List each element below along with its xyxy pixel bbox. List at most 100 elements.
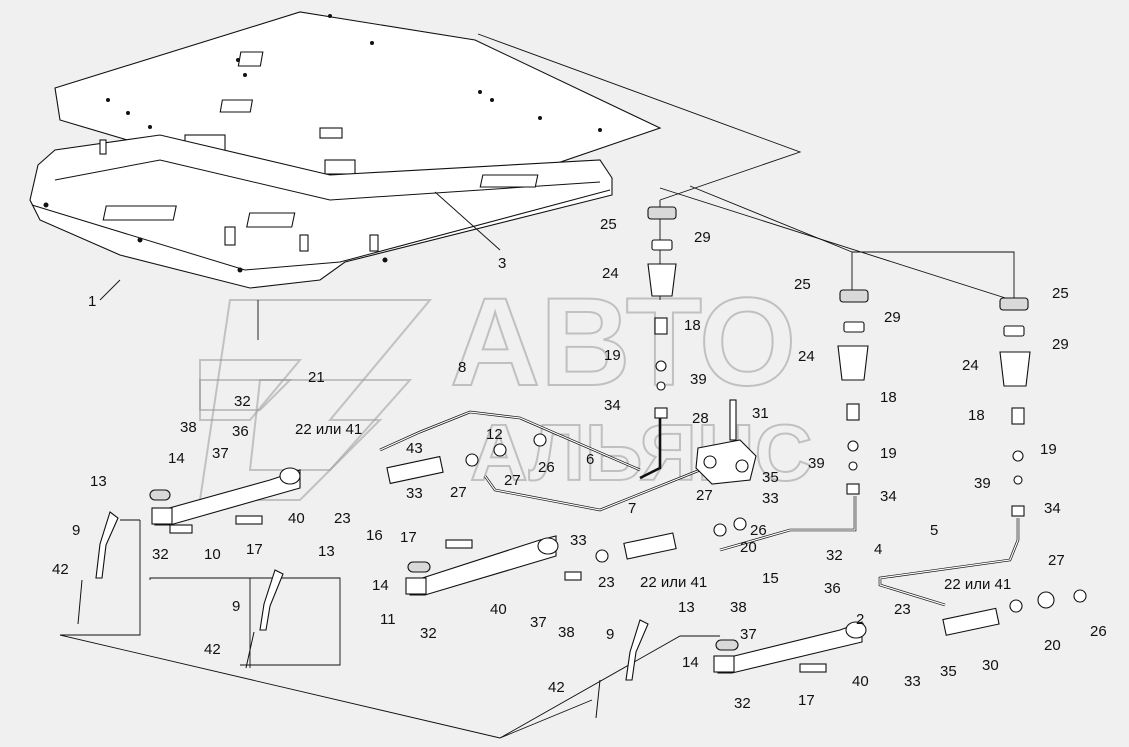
- callout-1: 1: [88, 293, 96, 310]
- callout-34: 34: [604, 397, 621, 414]
- callout-25: 25: [794, 276, 811, 293]
- callout-20: 20: [1044, 637, 1061, 654]
- callout-40: 40: [490, 601, 507, 618]
- pedal-lever-2: [595, 619, 867, 719]
- callout-27: 27: [450, 484, 467, 501]
- callout-18: 18: [968, 407, 985, 424]
- callout-43: 43: [406, 440, 423, 457]
- callout-25: 25: [1052, 285, 1069, 302]
- pedal-lever-10: [77, 467, 301, 625]
- callout-23: 23: [894, 601, 911, 618]
- callout-8: 8: [458, 359, 466, 376]
- callout-32: 32: [152, 546, 169, 563]
- callout-31: 31: [752, 405, 769, 422]
- callout-35: 35: [940, 663, 957, 680]
- watermark-logo: [198, 299, 433, 501]
- master-cylinder-c: [942, 589, 1087, 636]
- callout-11: 11: [380, 611, 396, 628]
- callout-22-or-41: 22 или 41: [295, 421, 362, 438]
- callout-29: 29: [884, 309, 901, 326]
- callout-38: 38: [558, 624, 575, 641]
- callout-38: 38: [730, 599, 747, 616]
- callout-27: 27: [1048, 552, 1065, 569]
- callout-17: 17: [400, 529, 417, 546]
- callout-5: 5: [930, 522, 938, 539]
- callout-29: 29: [694, 229, 711, 246]
- callout-12: 12: [486, 426, 503, 443]
- callout-35: 35: [762, 469, 779, 486]
- callout-37: 37: [740, 626, 757, 643]
- callout-15: 15: [762, 570, 779, 587]
- reservoir-assembly-right: [999, 297, 1031, 517]
- callout-21: 21: [308, 369, 325, 386]
- callout-16: 16: [366, 527, 383, 544]
- callout-40: 40: [288, 510, 305, 527]
- callout-42: 42: [52, 561, 69, 578]
- leader-lines: [59, 33, 1019, 739]
- hydraulic-tubes: [379, 410, 1020, 607]
- reservoir-assembly-left: [647, 206, 677, 419]
- master-cylinder-a: [386, 433, 547, 485]
- callout-30: 30: [982, 657, 999, 674]
- callout-7: 7: [628, 500, 636, 517]
- callout-37: 37: [530, 614, 547, 631]
- callout-2: 2: [856, 611, 864, 628]
- callout-23: 23: [598, 574, 615, 591]
- callout-32: 32: [826, 547, 843, 564]
- callout-22-or-41: 22 или 41: [640, 574, 707, 591]
- callout-19: 19: [880, 445, 897, 462]
- master-cylinder-b: [595, 517, 747, 563]
- callout-labels: 1 3 25 29 24 18 19 39 34 25 29 24 18 19 …: [52, 216, 1107, 712]
- callout-14: 14: [168, 450, 185, 467]
- callout-14: 14: [372, 577, 389, 594]
- callout-24: 24: [798, 348, 815, 365]
- callout-13: 13: [678, 599, 695, 616]
- callout-17: 17: [798, 692, 815, 709]
- callout-18: 18: [880, 389, 897, 406]
- pedal-lever-11: [245, 535, 582, 669]
- callout-32: 32: [734, 695, 751, 712]
- callout-19: 19: [604, 347, 621, 364]
- callout-27: 27: [504, 472, 521, 489]
- callout-9: 9: [606, 626, 614, 643]
- callout-37: 37: [212, 445, 229, 462]
- reservoir-assembly-middle: [837, 289, 869, 495]
- watermark-line1: АВТО: [450, 273, 796, 412]
- callout-40: 40: [852, 673, 869, 690]
- callout-3: 3: [498, 255, 506, 272]
- callout-25: 25: [600, 216, 617, 233]
- callout-29: 29: [1052, 336, 1069, 353]
- callout-26: 26: [750, 522, 767, 539]
- callout-9: 9: [72, 522, 80, 539]
- callout-33: 33: [570, 532, 587, 549]
- callout-24: 24: [962, 357, 979, 374]
- callout-23: 23: [334, 510, 351, 527]
- callout-39: 39: [974, 475, 991, 492]
- callout-14: 14: [682, 654, 699, 671]
- callout-38: 38: [180, 419, 197, 436]
- callout-33: 33: [406, 485, 423, 502]
- callout-4: 4: [874, 541, 882, 558]
- callout-26: 26: [538, 459, 555, 476]
- callout-6: 6: [586, 451, 594, 468]
- callout-18: 18: [684, 317, 701, 334]
- callout-34: 34: [880, 488, 897, 505]
- callout-36: 36: [232, 423, 249, 440]
- callout-39: 39: [808, 455, 825, 472]
- callout-10: 10: [204, 546, 221, 563]
- callout-17: 17: [246, 541, 263, 558]
- callout-9: 9: [232, 598, 240, 615]
- callout-26: 26: [1090, 623, 1107, 640]
- callout-33: 33: [904, 673, 921, 690]
- callout-39: 39: [690, 371, 707, 388]
- callout-20: 20: [740, 539, 757, 556]
- callout-28: 28: [692, 410, 709, 427]
- callout-42: 42: [548, 679, 565, 696]
- callout-36: 36: [824, 580, 841, 597]
- callout-42: 42: [204, 641, 221, 658]
- cab-floor-tub: [29, 134, 613, 289]
- callout-34: 34: [1044, 500, 1061, 517]
- callout-24: 24: [602, 265, 619, 282]
- callout-19: 19: [1040, 441, 1057, 458]
